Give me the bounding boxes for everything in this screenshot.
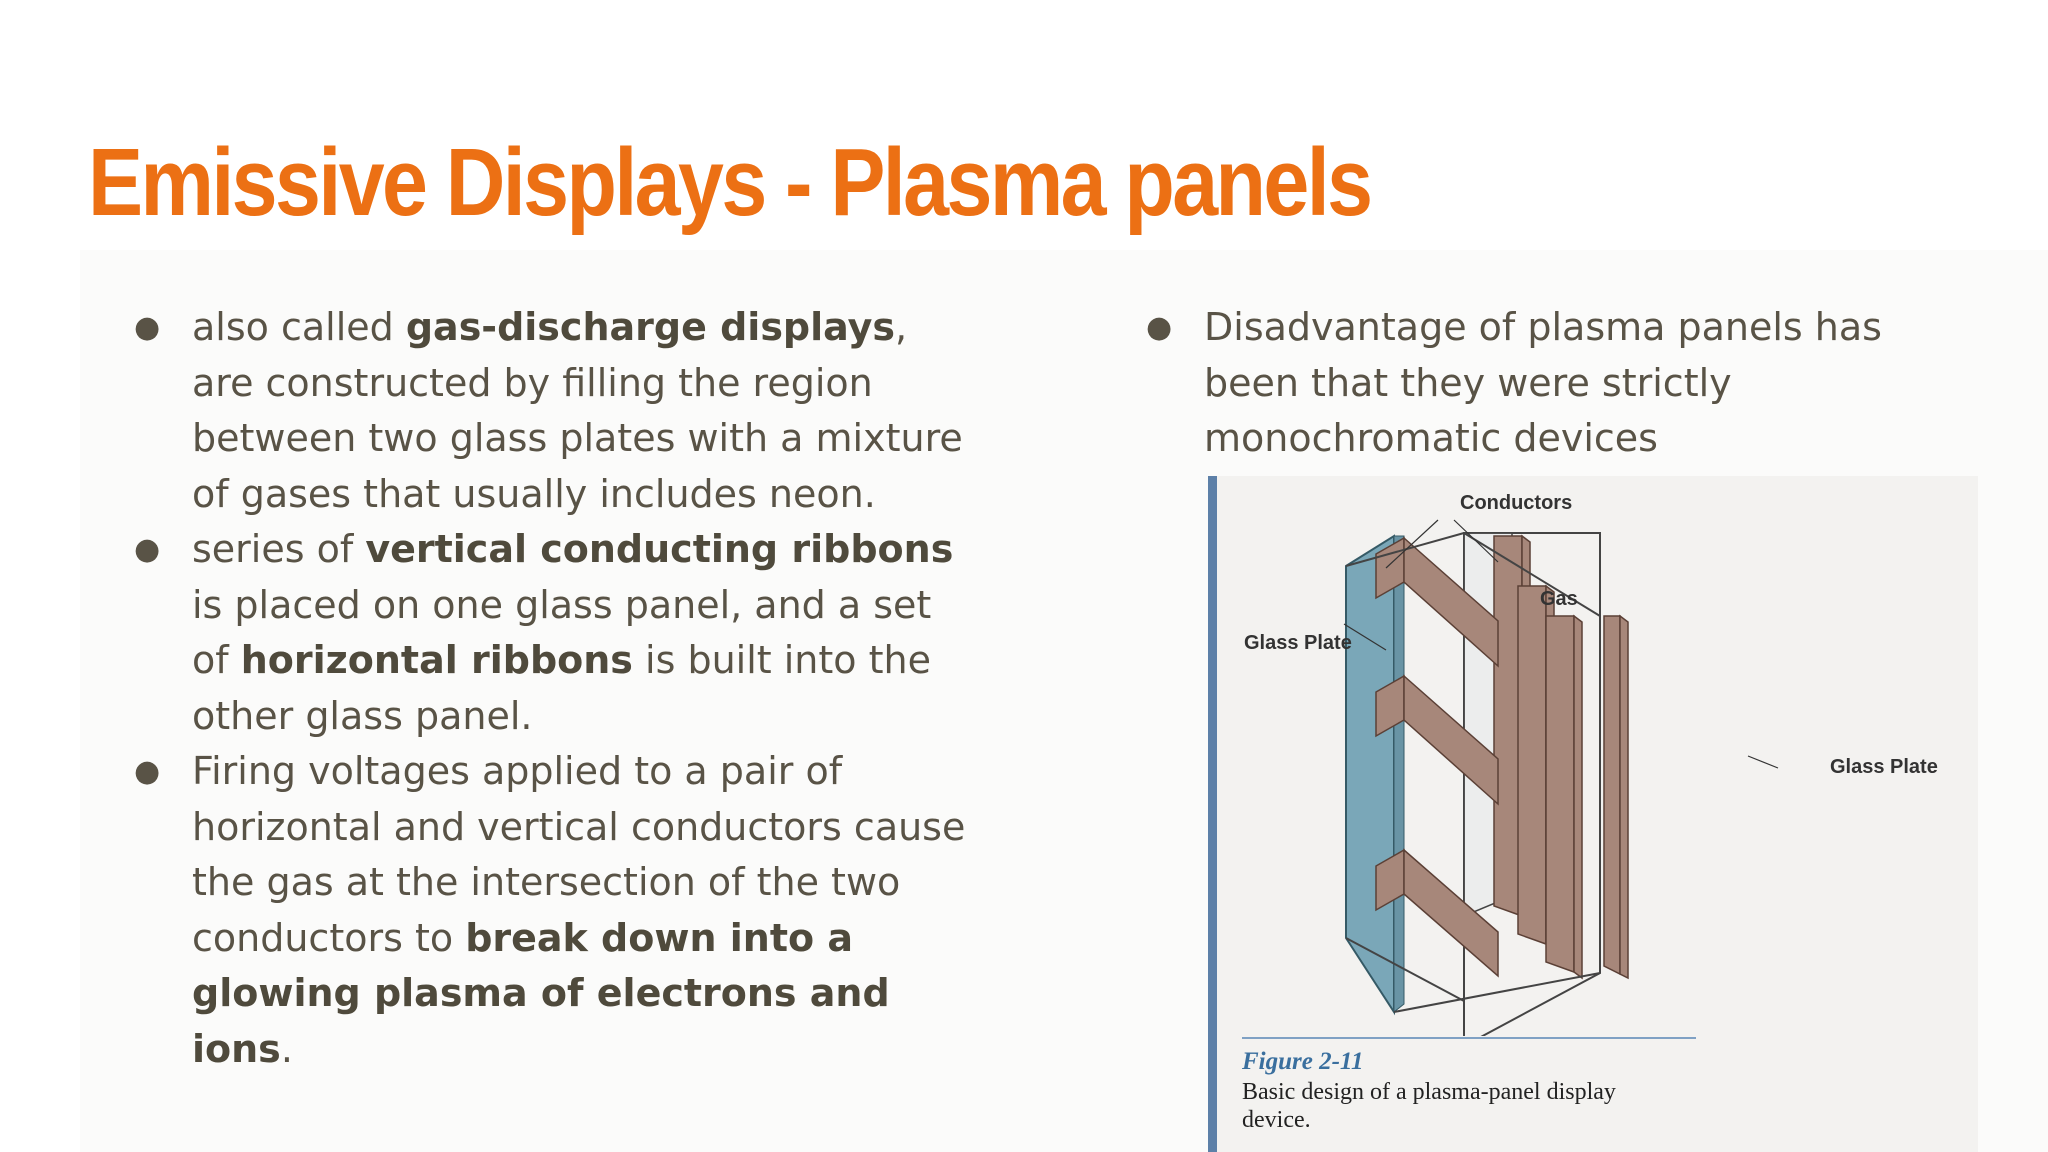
glass-plate-right-label: Glass Plate: [1830, 756, 1938, 778]
vertical-conductor-ribbons: [1493, 534, 1629, 980]
bullet-dot: ●: [1146, 310, 1173, 345]
figure-page-spine: [1208, 476, 1217, 1152]
bullet-text: .: [280, 1026, 293, 1071]
bullet-bold-text: vertical conducting ribbons: [365, 527, 954, 571]
slide-title: Emissive Displays - Plasma panels: [88, 129, 1373, 236]
right-bullet-list: ● Disadvantage of plasma panels has been …: [1146, 300, 1924, 467]
bullet-text: also called: [192, 305, 406, 349]
bullet-item: ● Disadvantage of plasma panels has been …: [1146, 300, 1924, 467]
bullet-text: , are constructed by filling the region …: [192, 305, 963, 516]
figure-caption: Basic design of a plasma-panel display d…: [1242, 1079, 1616, 1133]
bullet-bold-text: horizontal ribbons: [240, 638, 633, 682]
bullet-dot: ●: [134, 754, 161, 789]
horizontal-conductor-ribbons: [1375, 536, 1499, 978]
plasma-panel-figure: Conductors Gas Glass Plate Glass Plate F…: [1208, 476, 1978, 1152]
bullet-text: Disadvantage of plasma panels has been t…: [1204, 305, 1882, 460]
bullet-dot: ●: [134, 532, 161, 567]
bullet-dot: ●: [134, 310, 161, 345]
left-glass-plate: [1345, 534, 1395, 1016]
bullet-text: Firing voltages applied to a pair of hor…: [192, 749, 966, 960]
gas-label: Gas: [1540, 588, 1578, 610]
bullet-bold-text: break down into a glowing plasma of elec…: [192, 915, 890, 1071]
left-bullet-list: ● also called gas-discharge displays, are…: [134, 300, 972, 1077]
left-glass-plate-face: [1393, 535, 1405, 1014]
bullet-item: ● series of vertical conducting ribbons i…: [134, 522, 972, 744]
bullet-item: ● Firing voltages applied to a pair of ho…: [134, 744, 972, 1077]
figure-number: Figure 2-11: [1242, 1048, 1364, 1075]
label-leader-lines: [1343, 519, 1779, 769]
conductors-label: Conductors: [1460, 492, 1573, 514]
plasma-panel-diagram: [1343, 519, 1779, 1036]
bullet-text: is placed on one glass panel, and a set …: [192, 582, 932, 683]
caption-rule: [1242, 1037, 1696, 1039]
bullet-text: is built into the other glass panel.: [192, 638, 931, 738]
bullet-text: series of: [192, 527, 366, 571]
enclosure-outline: [1345, 532, 1601, 1013]
bullet-item: ● also called gas-discharge displays, are…: [134, 300, 972, 522]
bullet-bold-text: gas-discharge displays: [405, 305, 896, 349]
glass-plate-left-label: Glass Plate: [1244, 632, 1352, 654]
